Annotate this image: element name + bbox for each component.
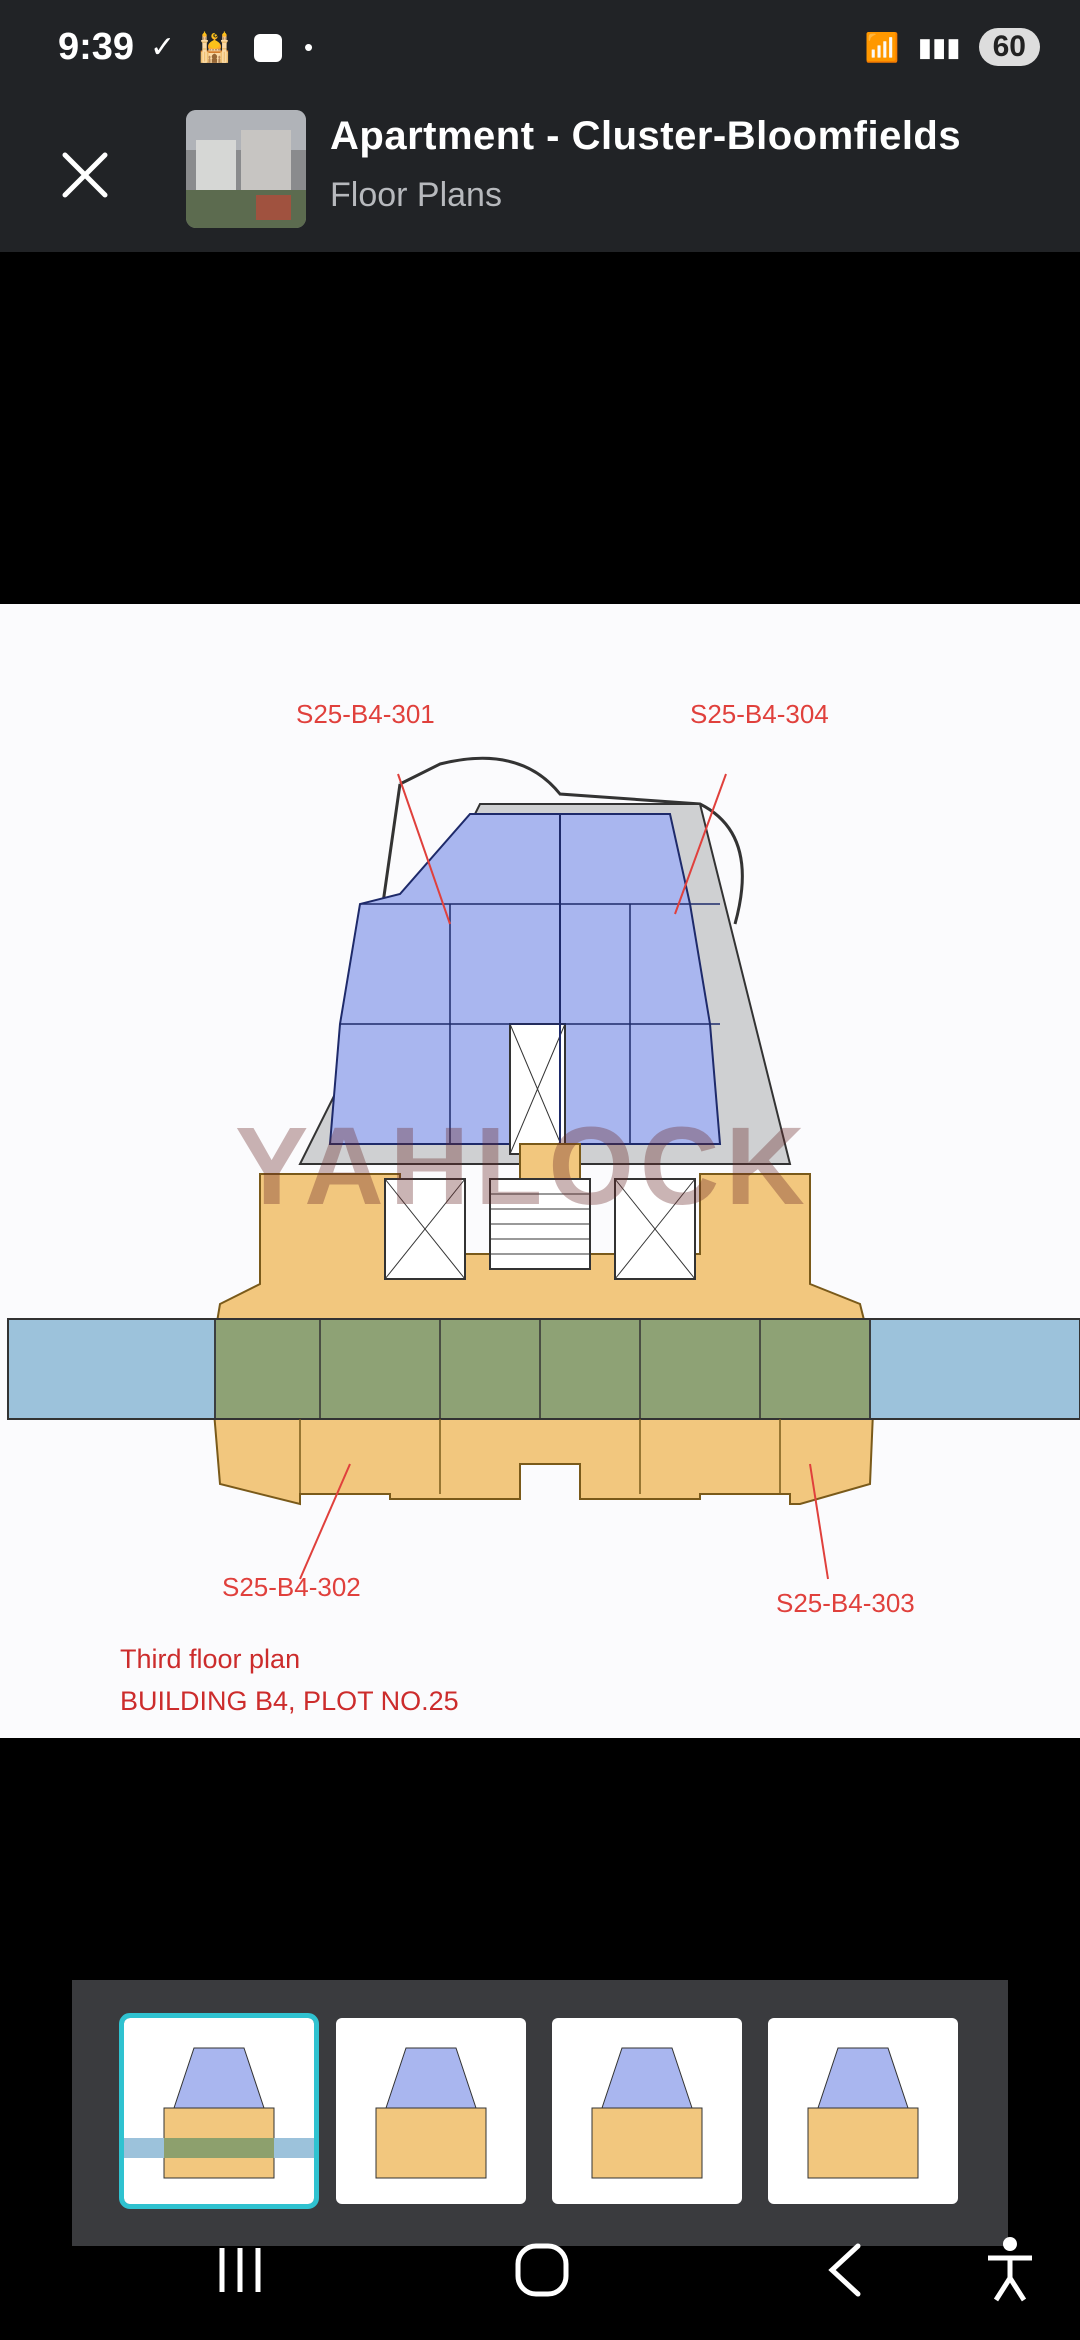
close-icon [62, 152, 108, 198]
floor-plan-image[interactable]: YAHLOCK S25-B4-301 S25-B4-304 S25-B4-302… [0, 604, 1080, 1738]
floor-plan-drawing: YAHLOCK [7, 756, 1080, 1580]
system-nav-bar [0, 2190, 1080, 2340]
accessibility-icon[interactable] [980, 2234, 1040, 2304]
thumbnail-1[interactable] [119, 2013, 319, 2209]
signal-icon: ▮▮▮ [917, 31, 961, 62]
battery-badge: 60 [978, 28, 1040, 66]
unit-label-302: S25-B4-302 [222, 1572, 361, 1602]
mosque-icon: 🕌 [197, 32, 233, 63]
unit-label-303: S25-B4-303 [776, 1588, 915, 1618]
unit-label-301: S25-B4-301 [296, 699, 435, 729]
close-button[interactable] [50, 140, 120, 210]
wifi-icon: 📶 [864, 31, 900, 63]
thumbnail-2[interactable] [336, 2018, 526, 2204]
check-icon: ✓ [150, 31, 176, 64]
plan-caption-line1: Third floor plan [120, 1644, 301, 1674]
app-notification-icon [254, 33, 283, 62]
back-icon[interactable] [820, 2238, 870, 2302]
status-icons-left: ✓ 🕌 • [150, 30, 313, 65]
status-bar: 9:39 ✓ 🕌 • 📶 ▮▮▮ 60 [0, 0, 1080, 96]
property-thumbnail [186, 110, 306, 228]
page-title: Apartment - Cluster-Bloomfields [330, 114, 962, 158]
status-icons-right: 📶 ▮▮▮ 60 [865, 28, 1040, 66]
watermark-text: YAHLOCK [235, 1105, 811, 1228]
status-time: 9:39 [58, 26, 135, 68]
thumbnail-strip[interactable] [72, 1980, 1008, 2246]
plan-caption-line2: BUILDING B4, PLOT NO.25 [120, 1686, 459, 1716]
recent-apps-icon[interactable] [210, 2240, 270, 2300]
dot-icon: • [304, 32, 314, 62]
thumbnail-3[interactable] [552, 2018, 742, 2204]
thumbnail-4[interactable] [768, 2018, 958, 2204]
home-icon[interactable] [510, 2238, 574, 2302]
app-header: Apartment - Cluster-Bloomfields Floor Pl… [0, 96, 1080, 252]
unit-label-304: S25-B4-304 [690, 699, 829, 729]
page-subtitle: Floor Plans [330, 176, 502, 214]
